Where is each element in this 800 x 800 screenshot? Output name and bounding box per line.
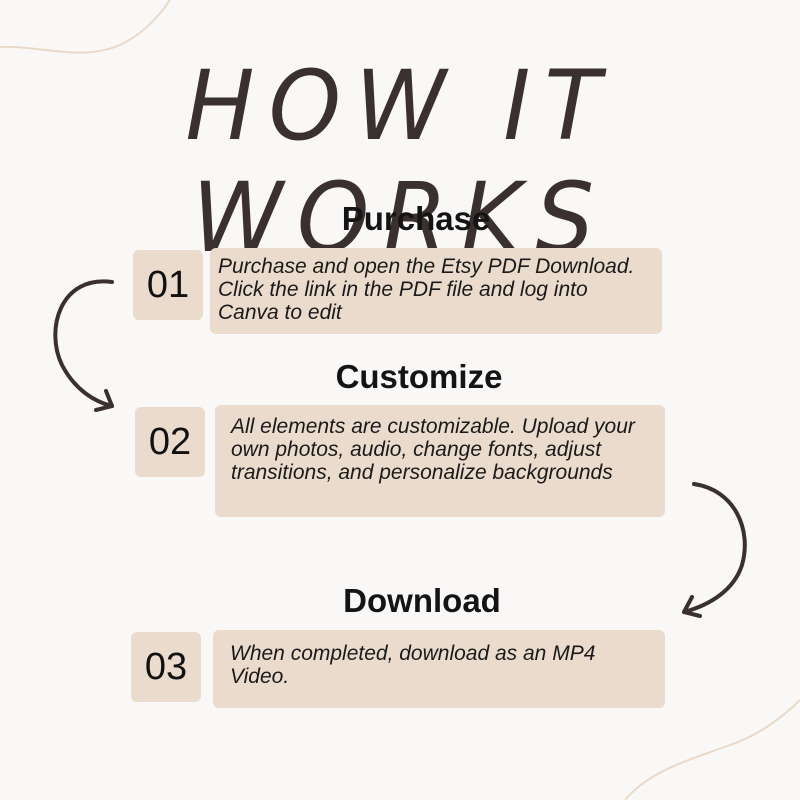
curved-arrow-right-icon	[682, 482, 747, 618]
page-title: HOW IT WORKS	[185, 49, 615, 275]
step-number-02: 02	[135, 407, 205, 477]
curved-arrow-left-icon	[53, 279, 114, 412]
corner-curve-bottom-right	[624, 699, 800, 800]
step-heading-purchase: Purchase	[341, 200, 491, 237]
step-number-01: 01	[133, 250, 203, 320]
step-heading-download: Download	[343, 582, 501, 619]
step-description-download: When completed, download as an MP4 Video…	[213, 630, 665, 708]
corner-curve-top-left	[0, 0, 171, 54]
step-description-customize: All elements are customizable. Upload yo…	[215, 405, 665, 517]
step-number-03: 03	[131, 632, 201, 702]
step-description-purchase: Purchase and open the Etsy PDF Download.…	[210, 248, 662, 334]
step-heading-customize: Customize	[335, 358, 503, 395]
